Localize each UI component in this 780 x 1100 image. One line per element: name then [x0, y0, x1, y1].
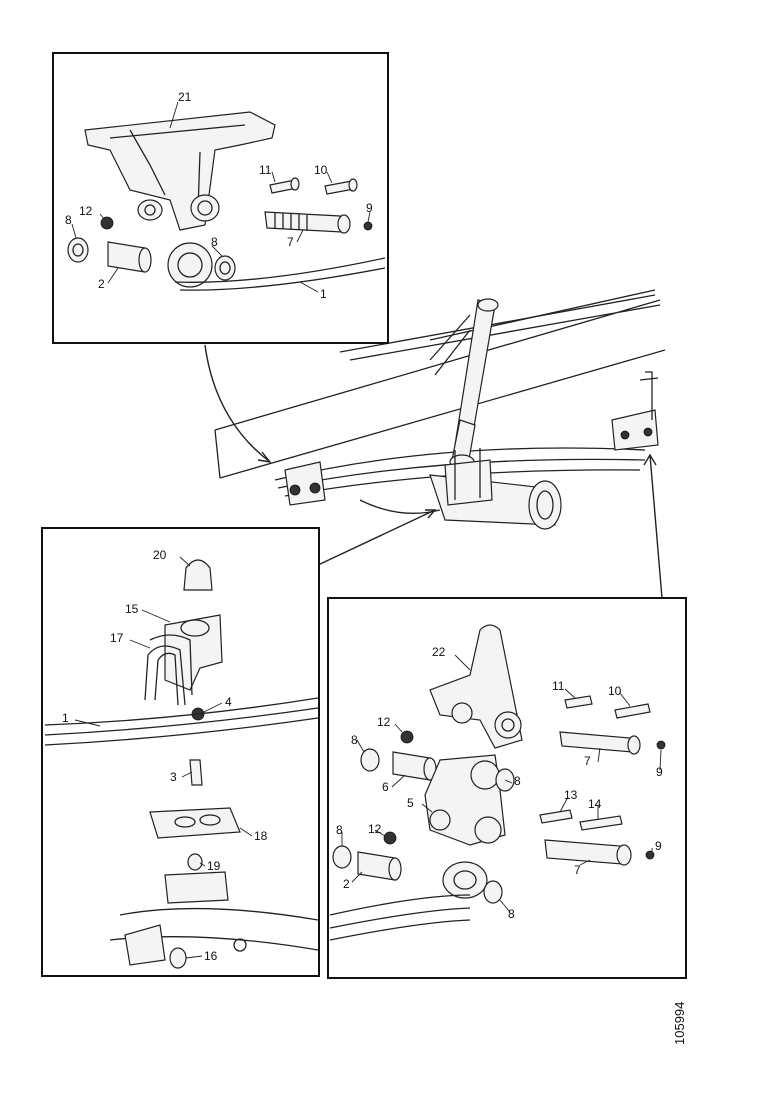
callout-19: 19: [207, 859, 221, 873]
callout-16: 16: [204, 949, 218, 963]
callout-1: 1: [320, 287, 327, 301]
arrow-right-inset: [649, 454, 663, 599]
callout-12: 12: [79, 204, 93, 218]
callout-8: 8: [351, 733, 358, 747]
callout-6: 6: [382, 780, 389, 794]
callout-11: 11: [552, 679, 565, 693]
callout-5: 5: [407, 796, 414, 810]
callout-22: 22: [432, 645, 446, 659]
callout-11: 11: [259, 163, 272, 177]
callout-1: 1: [62, 711, 69, 725]
reference-code: 105994: [672, 1002, 687, 1045]
callout-2: 2: [98, 277, 105, 291]
callout-4: 4: [225, 695, 232, 709]
callout-8: 8: [336, 823, 343, 837]
left-inset: [41, 527, 320, 977]
callout-12: 12: [377, 715, 391, 729]
arrow-top-inset: [204, 344, 271, 463]
callout-3: 3: [170, 770, 177, 784]
callout-12: 12: [368, 822, 382, 836]
callout-7: 7: [574, 863, 581, 877]
callout-18: 18: [254, 829, 268, 843]
callout-8: 8: [514, 774, 521, 788]
callout-2: 2: [343, 877, 350, 891]
callout-13: 13: [564, 788, 578, 802]
right-inset: [327, 597, 687, 979]
overview-assembly: [214, 289, 666, 530]
top-inset: [52, 52, 389, 344]
callout-14: 14: [588, 797, 602, 811]
callout-7: 7: [584, 754, 591, 768]
callout-17: 17: [110, 631, 124, 645]
callout-8: 8: [65, 213, 72, 227]
callout-8: 8: [211, 235, 218, 249]
leader-lines: [71, 101, 662, 959]
callout-10: 10: [314, 163, 328, 177]
callout-9: 9: [656, 765, 663, 779]
callout-labels: 21 11 10 12 8 9 7 8 2 1 20 15 17 4 1 3 1…: [62, 90, 663, 963]
callout-9: 9: [655, 839, 662, 853]
callout-7: 7: [287, 235, 294, 249]
arrow-left-inset: [317, 509, 436, 566]
callout-15: 15: [125, 602, 139, 616]
callout-8: 8: [508, 907, 515, 921]
callout-21: 21: [178, 90, 192, 104]
callout-10: 10: [608, 684, 622, 698]
callout-9: 9: [366, 201, 373, 215]
callout-20: 20: [153, 548, 167, 562]
